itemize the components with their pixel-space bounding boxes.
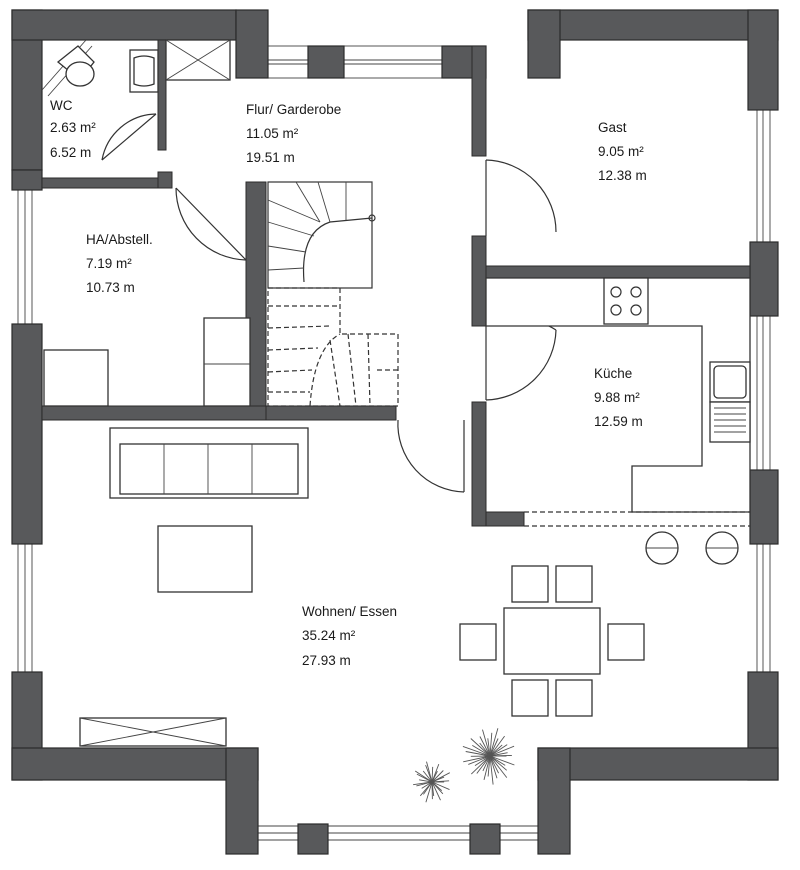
room-label-ha: HA/Abstell. 7.19 m² 10.73 m (86, 232, 153, 295)
plant-small (413, 761, 451, 803)
room-area: 9.05 m² (598, 144, 644, 159)
plant-decor (413, 728, 515, 803)
room-area: 35.24 m² (302, 628, 356, 643)
room-area: 2.63 m² (50, 120, 96, 135)
room-area: 7.19 m² (86, 256, 132, 271)
staircase (267, 181, 399, 407)
room-label-gast: Gast 9.05 m² 12.38 m (598, 120, 647, 183)
room-name: Wohnen/ Essen (302, 604, 397, 619)
room-name: Küche (594, 366, 632, 381)
doors (101, 113, 557, 493)
plant-large (462, 728, 515, 785)
room-name: HA/Abstell. (86, 232, 153, 247)
windows (17, 45, 771, 841)
room-name: WC (50, 98, 73, 113)
wc-fixtures (41, 39, 231, 97)
room-area: 11.05 m² (246, 126, 299, 141)
room-labels: WC 2.63 m² 6.52 m Flur/ Garderobe 11.05 … (50, 98, 647, 668)
room-perimeter: 6.52 m (50, 145, 91, 160)
room-perimeter: 12.38 m (598, 168, 647, 183)
room-perimeter: 10.73 m (86, 280, 135, 295)
storage-furniture (43, 317, 251, 407)
living-furniture (79, 427, 645, 747)
kitchen-fixtures (485, 277, 751, 565)
room-label-wc: WC 2.63 m² 6.52 m (50, 98, 96, 160)
room-area: 9.88 m² (594, 390, 640, 405)
walls (11, 9, 779, 855)
room-perimeter: 12.59 m (594, 414, 643, 429)
room-perimeter: 27.93 m (302, 653, 351, 668)
room-name: Gast (598, 120, 627, 135)
room-label-kueche: Küche 9.88 m² 12.59 m (594, 366, 643, 429)
room-perimeter: 19.51 m (246, 150, 295, 165)
room-label-flur: Flur/ Garderobe 11.05 m² 19.51 m (246, 102, 341, 165)
room-name: Flur/ Garderobe (246, 102, 341, 117)
room-label-wohnen: Wohnen/ Essen 35.24 m² 27.93 m (302, 604, 397, 668)
